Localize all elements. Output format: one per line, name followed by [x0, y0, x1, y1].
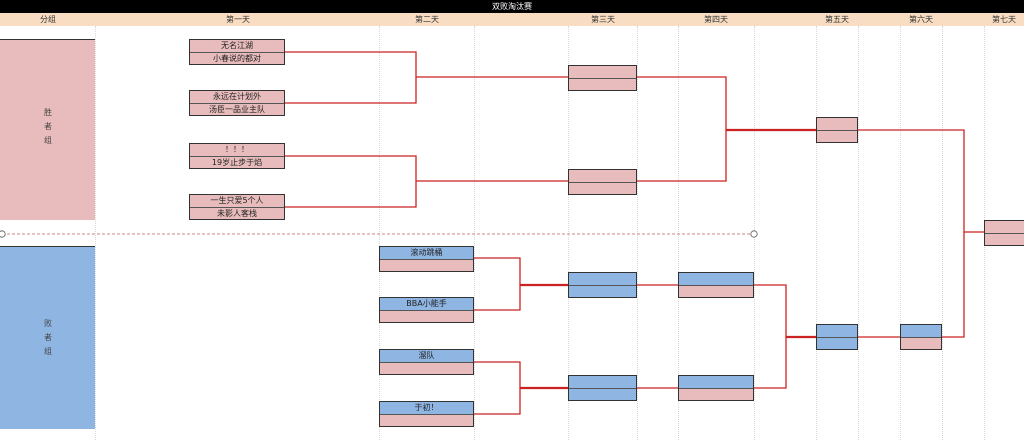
team-slot-empty — [985, 232, 1024, 246]
team-slot-empty — [817, 118, 857, 130]
team-slot-empty — [569, 387, 636, 401]
team-slot-empty — [817, 336, 857, 350]
col-header-day5: 第五天 — [825, 15, 849, 24]
connector — [754, 284, 787, 389]
grid-line — [942, 26, 943, 440]
separator-handle-left[interactable] — [0, 230, 6, 238]
col-header-group: 分组 — [40, 15, 56, 24]
team-slot-empty — [380, 361, 473, 374]
team-slot-empty — [679, 273, 753, 285]
team-slot: 小春说的都对 — [190, 51, 284, 65]
team-slot: BBA小能手 — [380, 298, 473, 310]
match-box-winners-r1-1[interactable]: 无名江湖 小春说的都对 — [189, 39, 285, 65]
grid-line — [816, 26, 817, 440]
col-header-day1: 第一天 — [226, 15, 250, 24]
team-slot-empty — [569, 170, 636, 182]
team-slot-empty — [901, 336, 941, 349]
team-slot-empty — [569, 66, 636, 78]
team-slot-empty — [380, 309, 473, 322]
team-slot: 一生只爱5个人 — [210, 196, 264, 206]
connector — [474, 257, 521, 311]
team-slot: ！！！ — [225, 145, 249, 155]
team-slot: 永远在计划外 — [213, 92, 261, 102]
match-box-winners-r2-2[interactable] — [568, 169, 637, 195]
team-slot: 于初！ — [380, 402, 473, 414]
team-slot: 未影人客栈 — [190, 206, 284, 220]
match-box-losers-r3-1[interactable] — [678, 272, 754, 298]
match-box-losers-r4[interactable] — [816, 324, 858, 350]
team-slot-empty — [817, 129, 857, 143]
col-header-day6: 第六天 — [909, 15, 933, 24]
grid-line — [900, 26, 901, 440]
team-slot: 滚动跳桶 — [380, 247, 473, 259]
col-header-day4: 第四天 — [704, 15, 728, 24]
team-slot: 汤臣一品业主队 — [190, 102, 284, 116]
connector — [474, 361, 521, 415]
grid-line — [474, 26, 475, 440]
team-slot-empty — [380, 413, 473, 426]
match-box-grand-final[interactable] — [984, 220, 1024, 246]
team-slot-empty — [985, 221, 1024, 233]
grid-line — [858, 26, 859, 440]
team-slot-empty — [679, 387, 753, 400]
match-box-losers-r1-2[interactable]: BBA小能手 — [379, 297, 474, 323]
team-slot-empty — [679, 284, 753, 297]
grid-line — [754, 26, 755, 440]
team-slot: 19岁止步于焰 — [190, 155, 284, 169]
connector — [858, 129, 984, 233]
match-box-winners-r1-2[interactable]: 永远在计划外 汤臣一品业主队 — [189, 90, 285, 116]
losers-group-label: 败 者 组 — [44, 319, 52, 356]
team-slot-empty — [569, 284, 636, 298]
match-box-losers-r2-2[interactable] — [568, 375, 637, 401]
team-slot-empty — [569, 273, 636, 285]
team-slot-empty — [901, 325, 941, 337]
match-box-losers-r1-3[interactable]: 溜队 — [379, 349, 474, 375]
grid-line — [568, 26, 569, 440]
team-slot-empty — [569, 77, 636, 91]
team-slot-empty — [817, 325, 857, 337]
winners-group-panel: 胜 者 组 — [0, 39, 95, 220]
grid-line — [678, 26, 679, 440]
match-box-losers-r1-1[interactable]: 滚动跳桶 — [379, 246, 474, 272]
winners-group-label: 胜 者 组 — [44, 108, 52, 145]
connector — [285, 51, 417, 104]
col-header-day7: 第七天 — [992, 15, 1016, 24]
connector — [942, 232, 965, 338]
grid-line — [637, 26, 638, 440]
match-box-winners-final[interactable] — [816, 117, 858, 143]
match-box-winners-r2-1[interactable] — [568, 65, 637, 91]
match-box-winners-r1-4[interactable]: 一生只爱5个人 未影人客栈 — [189, 194, 285, 220]
connector — [637, 76, 727, 182]
col-header-day2: 第二天 — [415, 15, 439, 24]
team-slot-empty — [569, 181, 636, 195]
col-header-day3: 第三天 — [591, 15, 615, 24]
sheet-title: 双败淘汰赛 — [0, 0, 1024, 13]
grid-line — [379, 26, 380, 440]
team-slot: 无名江湖 — [221, 41, 253, 51]
match-box-losers-r1-4[interactable]: 于初！ — [379, 401, 474, 427]
match-box-losers-final[interactable] — [900, 324, 942, 350]
connector — [285, 155, 417, 208]
team-slot-empty — [679, 376, 753, 388]
team-slot-empty — [569, 376, 636, 388]
column-header-row: 分组 第一天 第二天 第三天 第四天 第五天 第六天 第七天 — [0, 13, 1024, 26]
match-box-losers-r3-2[interactable] — [678, 375, 754, 401]
team-slot-empty — [380, 258, 473, 271]
grid-line — [95, 26, 96, 440]
losers-group-panel: 败 者 组 — [0, 246, 95, 429]
match-box-losers-r2-1[interactable] — [568, 272, 637, 298]
match-box-winners-r1-3[interactable]: ！！！ 19岁止步于焰 — [189, 143, 285, 169]
team-slot: 溜队 — [380, 350, 473, 362]
